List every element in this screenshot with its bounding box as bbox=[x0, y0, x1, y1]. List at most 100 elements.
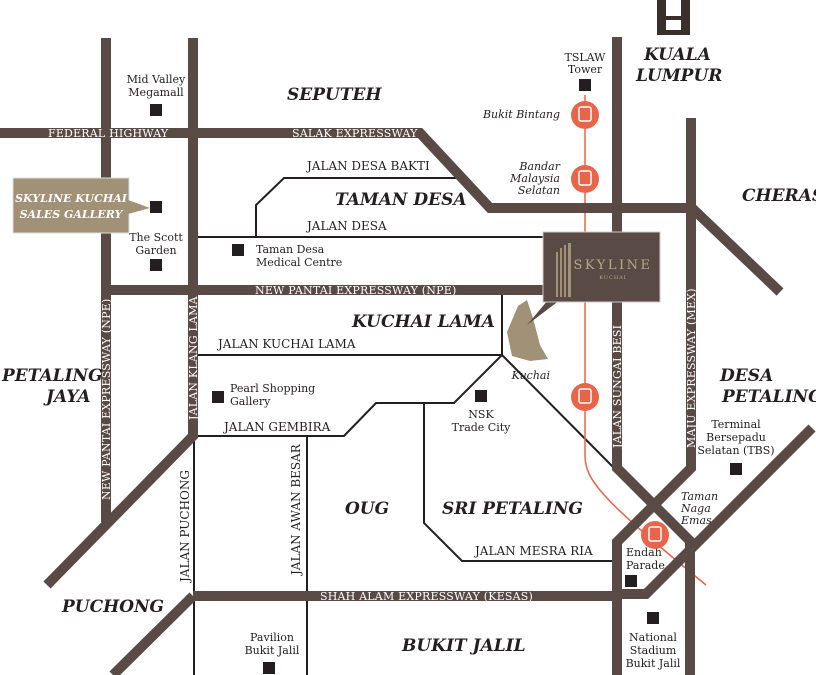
label-kesas: SHAH ALAM EXPRESSWAY (KESAS) bbox=[320, 590, 533, 603]
sales-gallery-callout[interactable]: SKYLINE KUCHAI SALES GALLERY bbox=[12, 177, 150, 234]
area-lumpur: LUMPUR bbox=[635, 66, 722, 86]
skyline-logo-icon bbox=[556, 243, 571, 297]
poi-endah-1: Endah bbox=[626, 546, 662, 559]
area-bukit-jalil: BUKIT JALIL bbox=[401, 636, 526, 656]
area-desa: DESA bbox=[719, 366, 773, 386]
label-npe: NEW PANTAI EXPRESSWAY (NPE) bbox=[255, 284, 456, 297]
poi-tdmc-1: Taman Desa bbox=[256, 243, 325, 256]
road-jalan-desa-bakti bbox=[255, 177, 462, 237]
poi-marker-endah bbox=[625, 575, 637, 587]
area-sri-petaling: SRI PETALING bbox=[442, 499, 583, 519]
road-mrr2 bbox=[614, 424, 816, 599]
poi-scott-2: Garden bbox=[135, 244, 176, 257]
poi-tslaw-1: TSLAW bbox=[565, 51, 607, 64]
road-jalan-gembira bbox=[196, 354, 503, 437]
station-label-bandar-1: Bandar bbox=[518, 160, 560, 173]
label-mex: MAJU EXPRESSWAY (MEX) bbox=[685, 288, 698, 448]
station-label-bandar-2: Malaysia bbox=[509, 172, 560, 185]
road-jalan-mesra-ria bbox=[423, 403, 614, 562]
project-site-area bbox=[507, 300, 548, 361]
major-roads bbox=[0, 37, 816, 675]
area-jaya: JAYA bbox=[43, 387, 91, 407]
poi-midvalley-1: Mid Valley bbox=[127, 73, 186, 86]
rail-line bbox=[584, 95, 707, 586]
minor-roads bbox=[193, 177, 615, 675]
skyline-kuchai-callout[interactable]: SKYLINE KUCHAI bbox=[527, 231, 661, 325]
area-kuala: KUALA bbox=[643, 45, 711, 65]
poi-marker-scott-garden bbox=[150, 259, 162, 271]
train-icon bbox=[578, 388, 592, 404]
poi-marker-midvalley bbox=[150, 104, 162, 116]
label-npe-vertical: NEW PANTAI EXPRESSWAY (NPE) bbox=[100, 299, 113, 500]
petronas-towers-icon bbox=[657, 0, 690, 35]
label-sungai-besi: JALAN SUNGAI BESI bbox=[611, 325, 624, 449]
poi-tbs-2: Bersepadu bbox=[706, 431, 766, 444]
poi-stadium-1: National bbox=[629, 631, 677, 644]
poi-pavilion-2: Bukit Jalil bbox=[245, 644, 300, 657]
label-jalan-kuchai-lama: JALAN KUCHAI LAMA bbox=[216, 337, 356, 351]
area-puchong: PUCHONG bbox=[61, 597, 164, 617]
station-label-naga-3: Emas bbox=[680, 514, 712, 527]
area-kuchai-lama: KUCHAI LAMA bbox=[351, 312, 495, 332]
road-mex bbox=[612, 118, 696, 675]
station-label-naga-1: Taman bbox=[681, 490, 718, 503]
label-federal-highway: FEDERAL HIGHWAY bbox=[48, 127, 169, 140]
road-klang-lama bbox=[43, 38, 198, 589]
area-cheras: CHERAS bbox=[742, 186, 816, 206]
poi-tdmc-2: Medical Centre bbox=[256, 256, 342, 269]
station-label-bandar-3: Selatan bbox=[518, 184, 560, 197]
poi-marker-nsk bbox=[475, 390, 487, 402]
poi-pearl-2: Gallery bbox=[230, 395, 271, 408]
area-petaling-2: PETALING bbox=[721, 387, 816, 407]
poi-marker-tslaw bbox=[579, 79, 591, 91]
road-kesas-diagonal bbox=[109, 592, 197, 675]
train-icon bbox=[578, 170, 592, 186]
sales-gallery-line-2: SALES GALLERY bbox=[20, 208, 124, 221]
label-jalan-desa: JALAN DESA bbox=[305, 219, 387, 233]
label-jalan-gembira: JALAN GEMBIRA bbox=[222, 420, 331, 434]
label-klang-lama: JALAN KLANG LAMA bbox=[187, 295, 200, 421]
label-jalan-mesra-ria: JALAN MESRA RIA bbox=[473, 544, 593, 558]
project-sub: KUCHAI bbox=[599, 275, 627, 281]
poi-scott-1: The Scott bbox=[129, 231, 183, 244]
poi-markers bbox=[150, 79, 742, 674]
station-taman-naga-emas[interactable] bbox=[641, 521, 669, 549]
poi-marker-tdmc bbox=[232, 244, 244, 256]
sales-gallery-line-1: SKYLINE KUCHAI bbox=[15, 192, 128, 205]
poi-marker-tbs bbox=[730, 463, 742, 475]
poi-tbs-1: Terminal bbox=[711, 418, 761, 431]
area-oug: OUG bbox=[345, 499, 389, 519]
poi-pavilion-1: Pavilion bbox=[250, 631, 294, 644]
poi-stadium-2: Stadium bbox=[630, 644, 677, 657]
poi-nsk-2: Trade City bbox=[452, 421, 512, 434]
poi-midvalley-2: Megamall bbox=[128, 86, 184, 99]
area-petaling: PETALING bbox=[1, 366, 103, 386]
poi-marker-sales-gallery bbox=[150, 201, 162, 213]
label-jalan-awan-besar: JALAN AWAN BESAR bbox=[289, 443, 303, 577]
label-jalan-desa-bakti: JALAN DESA BAKTI bbox=[305, 159, 430, 173]
area-seputeh: SEPUTEH bbox=[287, 85, 382, 105]
station-label-naga-2: Naga bbox=[680, 502, 711, 515]
poi-tslaw-2: Tower bbox=[568, 63, 603, 76]
train-icon bbox=[578, 106, 592, 122]
road-kuchai-diagonal bbox=[501, 354, 615, 469]
station-label-kuchai: Kuchai bbox=[511, 369, 550, 382]
poi-endah-2: Parade bbox=[626, 559, 665, 572]
poi-marker-pavilion bbox=[263, 662, 275, 674]
poi-marker-stadium bbox=[647, 612, 659, 624]
project-name: SKYLINE bbox=[574, 258, 653, 273]
poi-marker-pearl bbox=[212, 391, 224, 403]
poi-pearl-1: Pearl Shopping bbox=[230, 382, 315, 395]
poi-stadium-3: Bukit Jalil bbox=[626, 657, 681, 670]
road-federal-highway bbox=[0, 128, 784, 296]
station-bandar-malaysia[interactable] bbox=[571, 165, 599, 193]
station-bukit-bintang[interactable] bbox=[571, 101, 599, 129]
label-jalan-puchong: JALAN PUCHONG bbox=[178, 470, 192, 584]
label-salak-expressway: SALAK EXPRESSWAY bbox=[292, 127, 418, 140]
poi-tbs-3: Selatan (TBS) bbox=[697, 444, 774, 457]
stations bbox=[571, 101, 669, 549]
train-icon bbox=[648, 526, 662, 542]
poi-nsk-1: NSK bbox=[468, 408, 494, 421]
station-kuchai[interactable] bbox=[571, 383, 599, 411]
